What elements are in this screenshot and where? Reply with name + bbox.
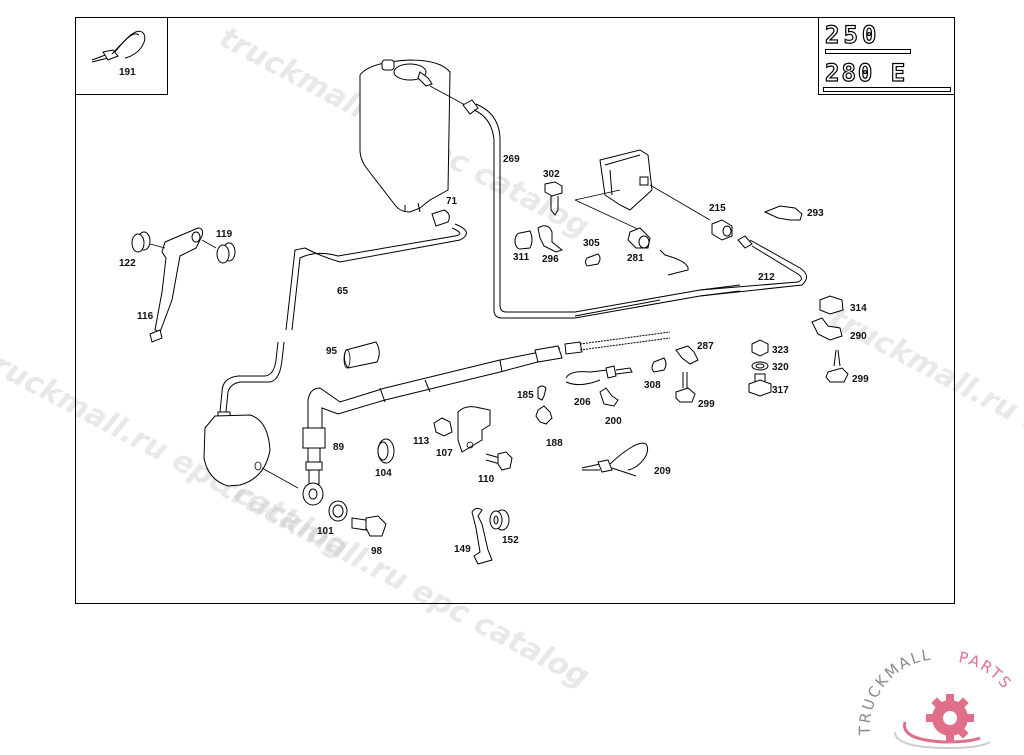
callout-119[interactable]: 119	[216, 229, 233, 240]
callout-314[interactable]: 314	[850, 303, 867, 314]
pipe-212-icon[interactable]	[699, 235, 807, 297]
callout-269[interactable]: 269	[503, 154, 520, 165]
model-280e: 280 E	[824, 59, 908, 87]
hose-main-icon[interactable]	[307, 331, 671, 430]
callout-200[interactable]: 200	[605, 416, 622, 427]
washer-101-icon[interactable]	[328, 500, 348, 522]
callout-308[interactable]: 308	[644, 380, 661, 391]
bushing-122-icon[interactable]	[131, 231, 151, 253]
nut-323-icon[interactable]	[751, 339, 769, 357]
diagram-frame	[75, 17, 955, 604]
bolt-98-icon[interactable]	[351, 515, 387, 537]
sleeve-95-icon[interactable]	[343, 341, 380, 369]
clamp-296-icon[interactable]	[537, 225, 564, 253]
screw-299-right-icon[interactable]	[825, 349, 849, 383]
fitting-215-icon[interactable]	[711, 219, 733, 241]
hose-65-icon[interactable]	[285, 223, 467, 331]
model-underline	[823, 87, 951, 92]
bracket-116-icon[interactable]	[149, 227, 203, 343]
sleeve-308-icon[interactable]	[651, 357, 667, 373]
callout-188[interactable]: 188	[546, 438, 563, 449]
clip-185-icon[interactable]	[537, 385, 547, 401]
callout-98[interactable]: 98	[371, 546, 383, 557]
cable-tie-206-icon[interactable]	[565, 365, 633, 386]
callout-101[interactable]: 101	[317, 526, 334, 537]
gear-icon	[926, 694, 974, 742]
callout-116[interactable]: 116	[137, 311, 154, 322]
valve-block-icon[interactable]	[599, 149, 653, 211]
callout-209[interactable]: 209	[654, 466, 671, 477]
callout-281[interactable]: 281	[627, 253, 644, 264]
callout-320[interactable]: 320	[772, 362, 789, 373]
callout-299[interactable]: 299	[852, 374, 869, 385]
callout-293[interactable]: 293	[807, 208, 824, 219]
clip-290-icon[interactable]	[811, 317, 843, 341]
model-box: 250 280 E	[818, 17, 955, 95]
callout-296[interactable]: 296	[542, 254, 559, 265]
bolt-110-icon[interactable]	[485, 451, 513, 471]
clip-287-icon[interactable]	[675, 345, 699, 365]
logo-text-parts: PARTS	[957, 648, 1016, 693]
bolt-302-icon[interactable]	[544, 181, 563, 216]
washer-104-icon[interactable]	[377, 438, 395, 464]
bushing-152-icon[interactable]	[489, 509, 510, 531]
callout-149[interactable]: 149	[454, 544, 471, 555]
truckmall-logo: TRUCKMALL PARTS	[850, 640, 1024, 750]
callout-302[interactable]: 302	[543, 169, 560, 180]
callout-113[interactable]: 113	[413, 436, 430, 447]
callout-323[interactable]: 323	[772, 345, 789, 356]
callout-299-mid[interactable]: 299	[698, 399, 715, 410]
clip-188-icon[interactable]	[535, 405, 553, 425]
callout-191[interactable]: 191	[119, 67, 136, 78]
callout-311[interactable]: 311	[513, 252, 530, 263]
callout-65[interactable]: 65	[337, 286, 349, 297]
callout-122[interactable]: 122	[119, 258, 136, 269]
cable-tie-209-icon[interactable]	[581, 442, 648, 477]
callout-212[interactable]: 212	[758, 272, 775, 283]
clip-314-icon[interactable]	[819, 295, 844, 315]
callout-104[interactable]: 104	[375, 468, 392, 479]
clip-293-icon[interactable]	[763, 205, 803, 221]
callout-152[interactable]: 152	[502, 535, 519, 546]
screw-299-mid-icon[interactable]	[675, 372, 696, 403]
clip-200-icon[interactable]	[599, 387, 619, 407]
bushing-119-icon[interactable]	[216, 242, 236, 264]
nut-113-icon[interactable]	[433, 417, 453, 437]
model-underline	[825, 49, 911, 54]
clamp-71-icon[interactable]	[431, 209, 450, 227]
callout-107[interactable]: 107	[436, 448, 453, 459]
spring-149-icon[interactable]	[471, 507, 493, 565]
callout-89[interactable]: 89	[333, 442, 345, 453]
callout-206[interactable]: 206	[574, 397, 591, 408]
fitting-281-icon[interactable]	[627, 227, 651, 249]
reservoir-icon[interactable]	[359, 59, 451, 213]
fitting-89-icon[interactable]	[302, 427, 326, 506]
callout-290[interactable]: 290	[850, 331, 867, 342]
callout-185[interactable]: 185	[517, 390, 534, 401]
plug-317-icon[interactable]	[748, 373, 772, 397]
model-250: 250	[824, 21, 881, 49]
callout-110[interactable]: 110	[478, 474, 495, 485]
bracket-107-icon[interactable]	[457, 406, 491, 453]
callout-317[interactable]: 317	[772, 385, 789, 396]
bushing-311-icon[interactable]	[514, 230, 533, 250]
callout-287[interactable]: 287	[697, 341, 714, 352]
callout-215[interactable]: 215	[709, 203, 726, 214]
master-cylinder-icon[interactable]	[203, 341, 285, 487]
callout-95[interactable]: 95	[326, 346, 338, 357]
pipe-269-icon[interactable]	[462, 99, 741, 319]
callout-71[interactable]: 71	[446, 196, 458, 207]
callout-305[interactable]: 305	[583, 238, 600, 249]
inset-box	[75, 17, 168, 95]
cable-tie-191-icon[interactable]	[91, 30, 146, 63]
sleeve-305-icon[interactable]	[585, 253, 601, 267]
logo-text-truckmall: TRUCKMALL	[856, 645, 934, 736]
washer-320-icon[interactable]	[751, 361, 769, 371]
